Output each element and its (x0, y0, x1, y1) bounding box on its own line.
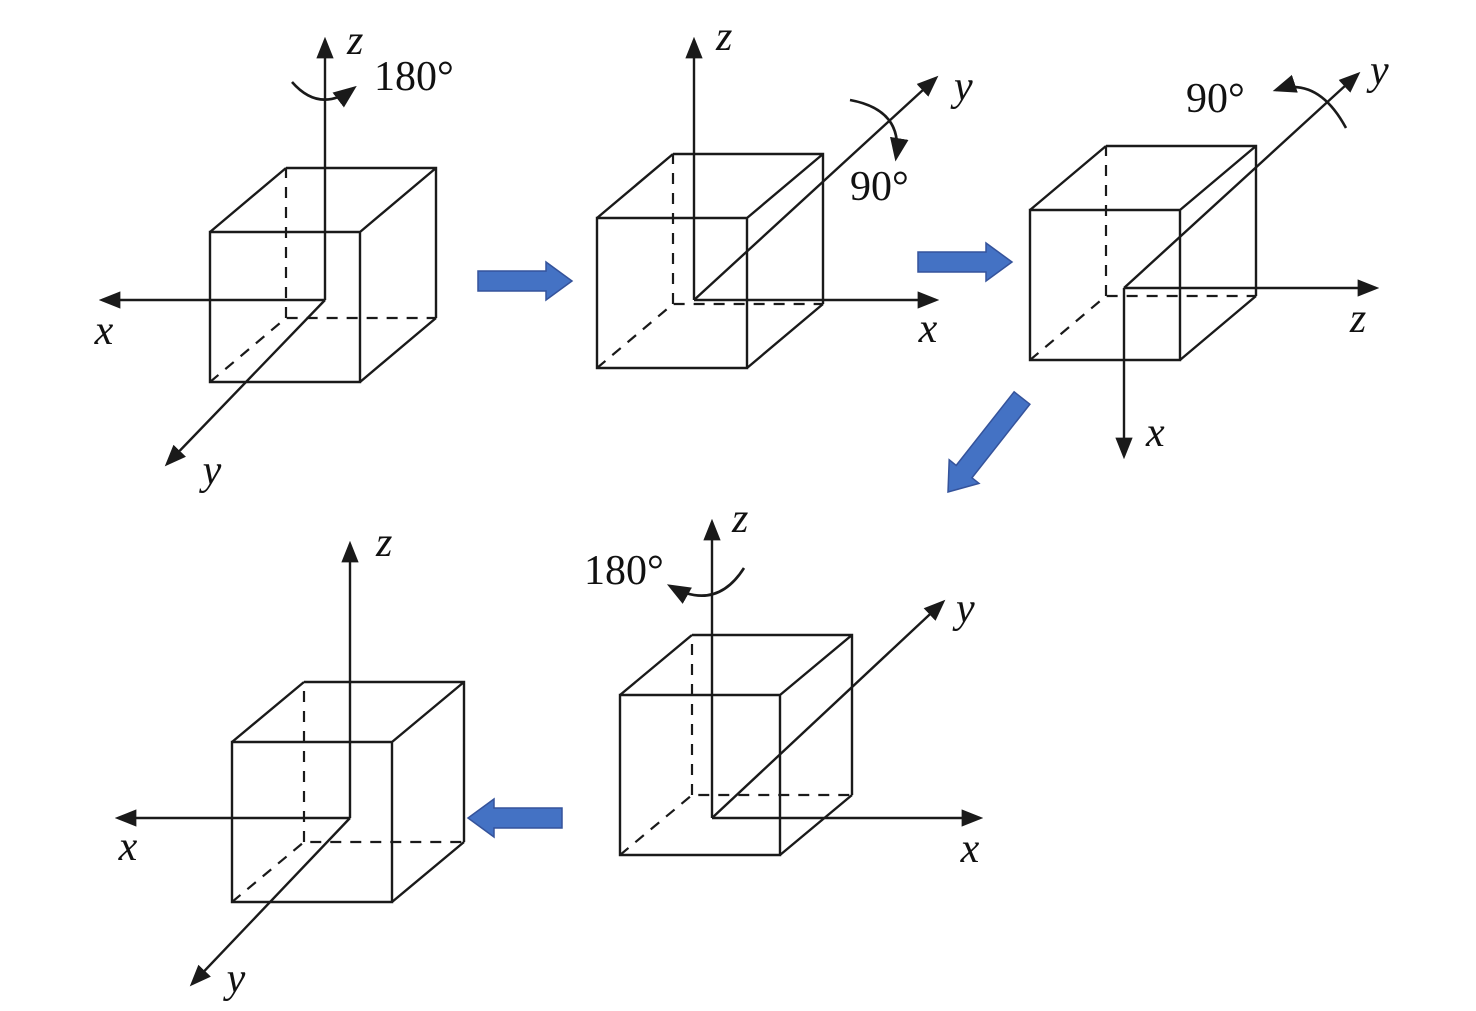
cube-visible-edges (1028, 144, 1258, 362)
cube-hidden-edges (231, 682, 464, 903)
cube-visible-edges (208, 166, 438, 384)
z-axis-label: z (715, 14, 732, 60)
flow-arrow-right-2 (917, 241, 1014, 283)
z-axis-label: z (1349, 296, 1366, 342)
rotation-step-3: 90° y z x (1028, 48, 1389, 460)
flow-arrow-right-1 (477, 260, 574, 302)
rotation-step-4: 180° z y x (584, 496, 984, 872)
cube-hidden-edges (619, 635, 852, 856)
z-axis-label: z (731, 496, 748, 542)
z-axis-label: z (375, 520, 392, 566)
rotation-step-1: z 180° x y (94, 18, 454, 494)
cube-hidden-edges (596, 154, 823, 369)
y-axis (189, 817, 351, 987)
cube-hidden-edges (209, 168, 436, 383)
rotation-step-5: z x y (114, 520, 466, 1002)
rotation-angle-label: 90° (850, 164, 909, 210)
cube-hidden-edges (1029, 146, 1256, 361)
x-axis-label: x (1145, 410, 1165, 456)
rotation-step-2: z y 90° x (595, 14, 973, 370)
rotation-arrow (1272, 74, 1348, 129)
y-axis (711, 599, 946, 819)
y-axis-label: y (950, 64, 973, 110)
y-axis-label: y (223, 956, 246, 1002)
cube-visible-edges (618, 633, 854, 857)
y-axis (164, 299, 326, 467)
y-axis-label: y (1366, 48, 1389, 94)
y-axis-label: y (952, 586, 975, 632)
rotation-arrow (849, 98, 909, 162)
rotation-arrow (291, 81, 357, 108)
x-axis-label: x (960, 826, 980, 872)
rotation-angle-label: 90° (1186, 76, 1245, 122)
y-axis (1123, 71, 1361, 289)
y-axis (693, 75, 939, 301)
x-axis-label: x (118, 824, 138, 870)
flow-arrow-down-left (947, 390, 1031, 493)
rotation-arrow (666, 567, 746, 604)
cube-visible-edges (230, 680, 466, 904)
x-axis-label: x (918, 306, 938, 352)
y-axis-label: y (199, 448, 222, 494)
rotation-angle-label: 180° (374, 54, 454, 100)
z-axis-label: z (346, 18, 363, 64)
rotation-angle-label: 180° (584, 548, 664, 594)
flow-arrow-left (466, 797, 563, 839)
x-axis-label: x (94, 308, 114, 354)
cube-visible-edges (595, 152, 825, 370)
